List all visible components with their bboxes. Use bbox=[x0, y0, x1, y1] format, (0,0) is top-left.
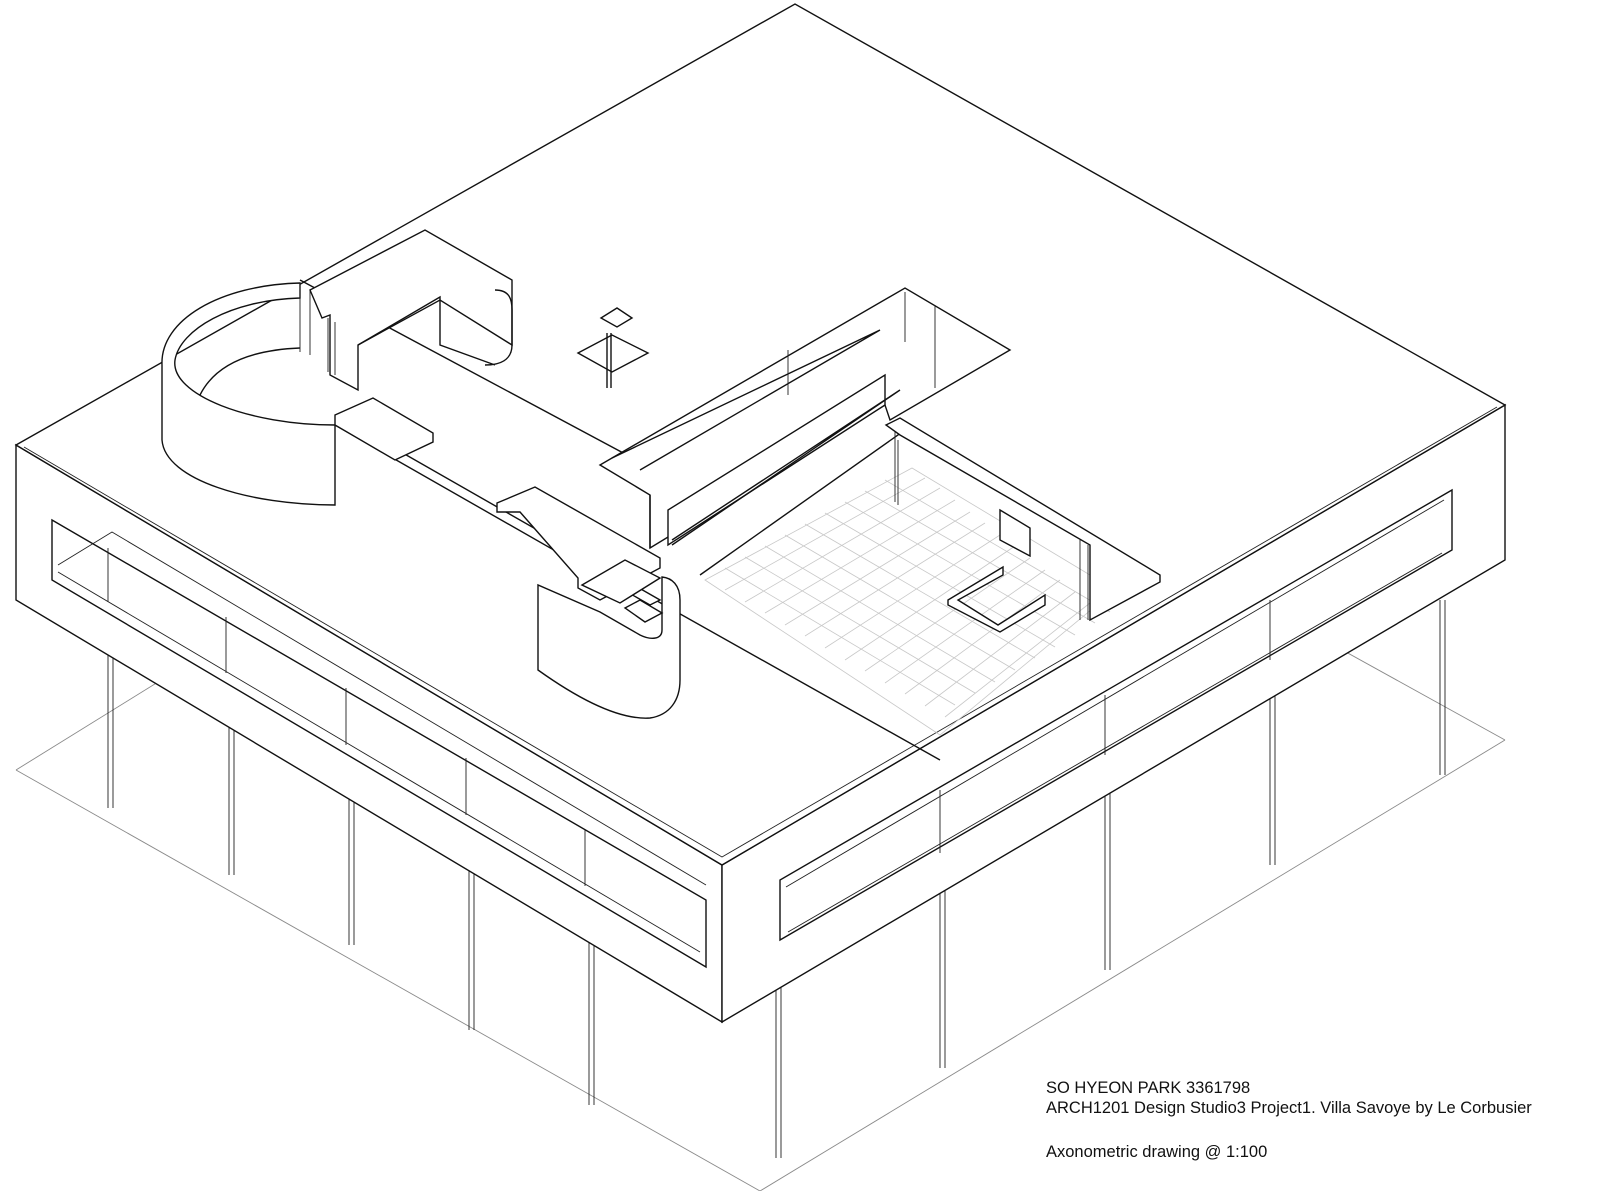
main-volume bbox=[14, 3, 1507, 1024]
drawing-type-line: Axonometric drawing @ 1:100 bbox=[1046, 1143, 1268, 1161]
author-line: SO HYEON PARK 3361798 bbox=[1046, 1079, 1251, 1097]
title-block-caption: SO HYEON PARK 3361798 ARCH1201 Design St… bbox=[1046, 1078, 1532, 1162]
caption-spacer bbox=[1046, 1118, 1532, 1142]
rooftop-lamp-marker bbox=[576, 307, 650, 388]
course-line: ARCH1201 Design Studio3 Project1. Villa … bbox=[1046, 1099, 1532, 1117]
roof-garden bbox=[161, 229, 1161, 761]
pilotis-columns bbox=[107, 600, 1446, 1158]
